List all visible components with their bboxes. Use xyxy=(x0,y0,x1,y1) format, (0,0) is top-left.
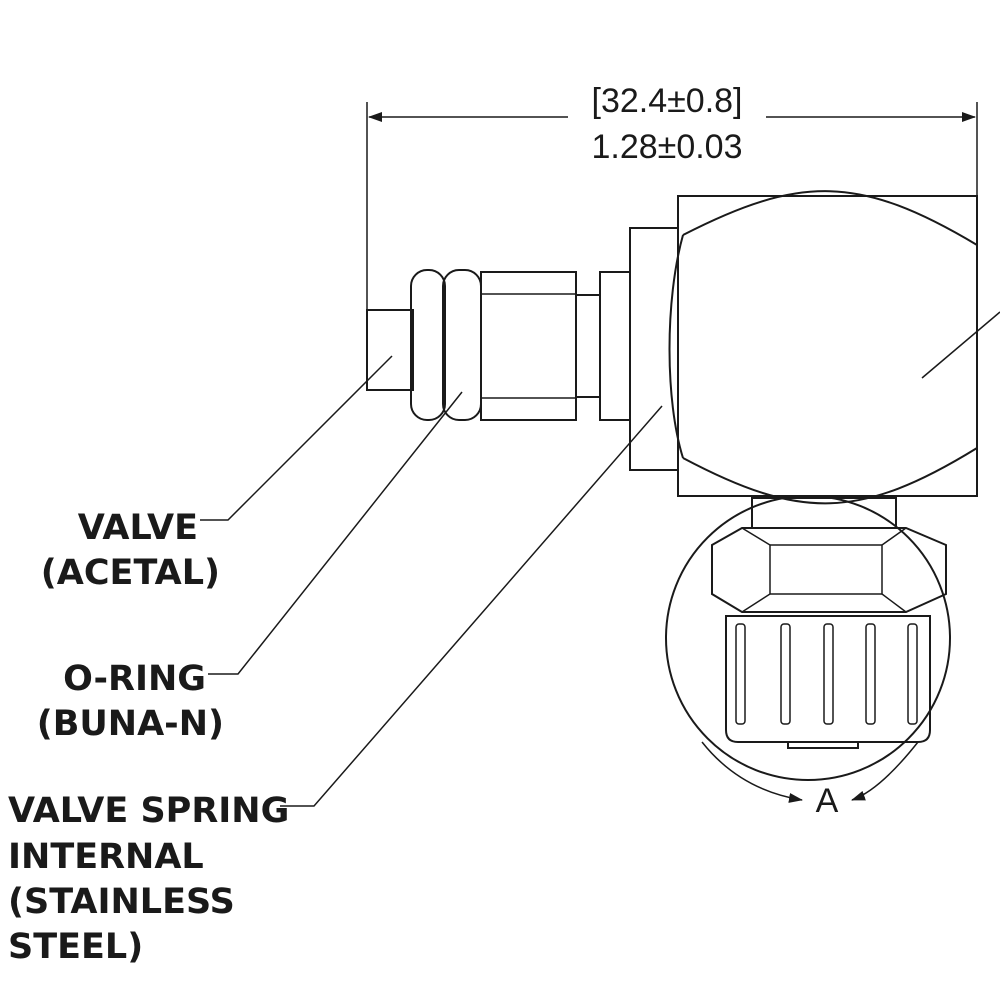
fitting-side-view xyxy=(366,190,978,505)
view-arrow-left xyxy=(701,741,803,803)
housing xyxy=(677,195,978,497)
leader-valve xyxy=(200,355,393,521)
valve-head xyxy=(410,269,446,421)
leader-lines xyxy=(200,311,1000,807)
svg-text:(STAINLESS: (STAINLESS xyxy=(8,882,235,922)
svg-text:INTERNAL: INTERNAL xyxy=(8,837,204,877)
leader-o-ring xyxy=(208,391,463,675)
sphere-left-arc xyxy=(668,234,684,459)
svg-text:(BUNA-N): (BUNA-N) xyxy=(37,704,224,744)
svg-text:VALVE: VALVE xyxy=(78,508,198,548)
hex-nut xyxy=(711,527,947,613)
callout-valve: VALVE (ACETAL) xyxy=(41,508,220,593)
knurled-cap xyxy=(725,615,931,743)
view-label: A xyxy=(816,782,839,820)
sphere-bottom-arc xyxy=(682,447,978,505)
sphere-top-arc xyxy=(682,190,978,246)
neck xyxy=(575,294,601,398)
dimension-imperial: 1.28±0.03 xyxy=(591,128,742,166)
detail-circle xyxy=(665,495,951,781)
view-arrow-right xyxy=(851,741,919,801)
leader-valve-spring xyxy=(280,405,663,807)
valve-stem xyxy=(366,309,414,391)
svg-text:VALVE SPRING: VALVE SPRING xyxy=(8,791,289,831)
knurl-slots xyxy=(735,623,918,725)
svg-text:STEEL): STEEL) xyxy=(8,927,143,967)
svg-text:(ACETAL): (ACETAL) xyxy=(41,553,220,593)
cap-tip xyxy=(787,741,859,749)
collar xyxy=(599,271,631,421)
leader-housing xyxy=(921,311,1000,379)
detail-view-a: A xyxy=(665,495,951,820)
svg-text:O-RING: O-RING xyxy=(63,659,206,699)
o-ring xyxy=(442,269,482,421)
overall-dimension: [32.4±0.8] 1.28±0.03 xyxy=(366,82,978,310)
callout-o-ring: O-RING (BUNA-N) xyxy=(37,659,224,744)
callout-valve-spring: VALVE SPRING INTERNAL (STAINLESS STEEL) xyxy=(8,791,289,967)
dimension-metric: [32.4±0.8] xyxy=(592,82,743,120)
